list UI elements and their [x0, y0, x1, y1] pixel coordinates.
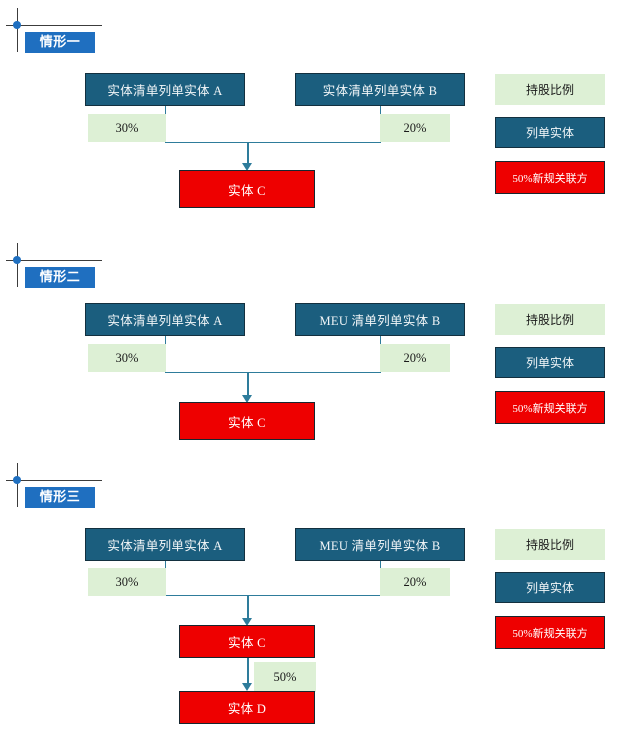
marker-horizontal-line: [6, 25, 102, 26]
target-box-c-1[interactable]: 实体 C: [179, 170, 315, 208]
connector-down-to-c: [247, 142, 249, 166]
scenario-section-3: 情形三 实体清单列单实体 A MEU 清单列单实体 B 30% 20% 实体 C…: [0, 455, 627, 755]
connector-horizontal-bus: [165, 595, 381, 596]
marker-dot-icon: [13, 21, 21, 29]
arrow-head-to-d-icon: [242, 683, 252, 691]
legend-entity-1: 列单实体: [495, 117, 605, 148]
connector-horizontal-bus: [165, 372, 381, 373]
connector-down-to-c: [247, 372, 249, 398]
marker-horizontal-line: [6, 480, 102, 481]
entity-box-b-2[interactable]: MEU 清单列单实体 B: [295, 303, 465, 336]
entity-box-b-3[interactable]: MEU 清单列单实体 B: [295, 528, 465, 561]
section-marker-2: 情形二: [0, 241, 130, 289]
legend-entity-3: 列单实体: [495, 572, 605, 603]
legend-percent-2: 持股比例: [495, 304, 605, 335]
legend-percent-3: 持股比例: [495, 529, 605, 560]
marker-vertical-line: [17, 8, 18, 52]
legend-entity-2: 列单实体: [495, 347, 605, 378]
scenario-section-1: 情形一 实体清单列单实体 A 实体清单列单实体 B 30% 20% 实体 C 持…: [0, 0, 627, 235]
section-title-2: 情形二: [25, 267, 95, 288]
section-marker-3: 情形三: [0, 461, 130, 509]
target-box-d-3[interactable]: 实体 D: [179, 691, 315, 724]
marker-vertical-line: [17, 243, 18, 287]
percent-label-cd-3: 50%: [254, 662, 316, 692]
marker-horizontal-line: [6, 260, 102, 261]
percent-label-a-2: 30%: [88, 344, 166, 372]
percent-label-b-1: 20%: [380, 114, 450, 142]
marker-dot-icon: [13, 256, 21, 264]
scenario-section-2: 情形二 实体清单列单实体 A MEU 清单列单实体 B 30% 20% 实体 C…: [0, 235, 627, 455]
marker-vertical-line: [17, 463, 18, 507]
entity-box-a-2[interactable]: 实体清单列单实体 A: [85, 303, 245, 336]
connector-down-to-c: [247, 595, 249, 621]
legend-target-3: 50%新规关联方: [495, 616, 605, 649]
legend-percent-1: 持股比例: [495, 74, 605, 105]
section-marker-1: 情形一: [0, 6, 130, 54]
percent-label-b-2: 20%: [380, 344, 450, 372]
percent-label-a-3: 30%: [88, 568, 166, 596]
marker-dot-icon: [13, 476, 21, 484]
legend-target-2: 50%新规关联方: [495, 391, 605, 424]
target-box-c-2[interactable]: 实体 C: [179, 402, 315, 440]
section-title-1: 情形一: [25, 32, 95, 53]
target-box-c-3[interactable]: 实体 C: [179, 625, 315, 658]
connector-c-to-d: [247, 658, 249, 686]
percent-label-a-1: 30%: [88, 114, 166, 142]
connector-horizontal-bus: [165, 142, 381, 143]
percent-label-b-3: 20%: [380, 568, 450, 596]
legend-target-1: 50%新规关联方: [495, 161, 605, 194]
section-title-3: 情形三: [25, 487, 95, 508]
entity-box-a-1[interactable]: 实体清单列单实体 A: [85, 73, 245, 106]
entity-box-a-3[interactable]: 实体清单列单实体 A: [85, 528, 245, 561]
entity-box-b-1[interactable]: 实体清单列单实体 B: [295, 73, 465, 106]
